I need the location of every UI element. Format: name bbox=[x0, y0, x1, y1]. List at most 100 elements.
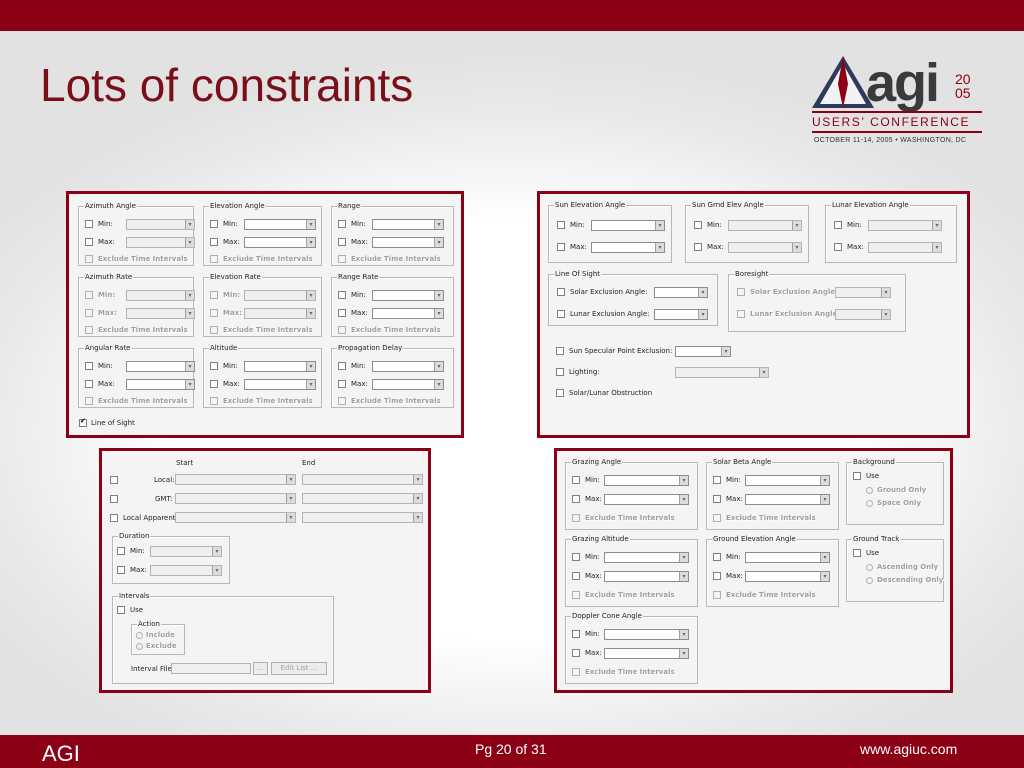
spin-arrows-icon[interactable]: ▾ bbox=[185, 309, 194, 318]
checkbox[interactable] bbox=[338, 309, 346, 317]
checkbox[interactable] bbox=[85, 362, 93, 370]
min-field[interactable]: ▾ bbox=[126, 219, 195, 230]
checkbox[interactable] bbox=[338, 326, 346, 334]
spin-arrows-icon[interactable]: ▾ bbox=[698, 310, 707, 319]
radio-descending-only[interactable] bbox=[866, 577, 873, 584]
max-field[interactable]: ▾ bbox=[868, 242, 942, 253]
checkbox[interactable] bbox=[713, 591, 721, 599]
checkbox[interactable] bbox=[210, 380, 218, 388]
checkbox[interactable] bbox=[210, 326, 218, 334]
checkbox[interactable] bbox=[713, 572, 721, 580]
spin-arrows-icon[interactable]: ▾ bbox=[185, 291, 194, 300]
checkbox[interactable] bbox=[117, 606, 125, 614]
checkbox[interactable] bbox=[853, 549, 861, 557]
interval-file-field[interactable] bbox=[171, 663, 251, 674]
duration-min-field[interactable]: ▾ bbox=[150, 546, 222, 557]
checkbox[interactable] bbox=[338, 220, 346, 228]
gmt-start-field[interactable]: ▾ bbox=[175, 493, 296, 504]
max-field[interactable]: ▾ bbox=[126, 237, 195, 248]
spin-arrows-icon[interactable]: ▾ bbox=[679, 630, 688, 639]
spin-arrows-icon[interactable]: ▾ bbox=[413, 513, 422, 522]
checkbox[interactable] bbox=[210, 397, 218, 405]
checkbox[interactable] bbox=[338, 291, 346, 299]
checkbox[interactable] bbox=[338, 380, 346, 388]
line-of-sight-checkbox[interactable] bbox=[79, 417, 87, 427]
max-field[interactable]: ▾ bbox=[244, 237, 316, 248]
spin-arrows-icon[interactable]: ▾ bbox=[881, 310, 890, 319]
checkbox[interactable] bbox=[556, 368, 564, 376]
spin-arrows-icon[interactable]: ▾ bbox=[820, 572, 829, 581]
checkbox[interactable] bbox=[557, 288, 565, 296]
checkbox[interactable] bbox=[713, 495, 721, 503]
spin-arrows-icon[interactable]: ▾ bbox=[434, 291, 443, 300]
checkbox[interactable] bbox=[572, 553, 580, 561]
spin-arrows-icon[interactable]: ▾ bbox=[306, 380, 315, 389]
spin-arrows-icon[interactable]: ▾ bbox=[679, 495, 688, 504]
checkbox[interactable] bbox=[572, 514, 580, 522]
spin-arrows-icon[interactable]: ▾ bbox=[434, 380, 443, 389]
checkbox[interactable] bbox=[117, 566, 125, 574]
spin-arrows-icon[interactable]: ▾ bbox=[820, 476, 829, 485]
checkbox[interactable] bbox=[85, 220, 93, 228]
lighting-dropdown[interactable]: ▾ bbox=[675, 367, 769, 378]
checkbox[interactable] bbox=[694, 243, 702, 251]
spin-arrows-icon[interactable]: ▾ bbox=[721, 347, 730, 356]
checkbox[interactable] bbox=[557, 221, 565, 229]
checkbox[interactable] bbox=[85, 397, 93, 405]
checkbox[interactable] bbox=[737, 310, 745, 318]
local-apparent-start-field[interactable]: ▾ bbox=[175, 512, 296, 523]
spin-arrows-icon[interactable]: ▾ bbox=[306, 220, 315, 229]
min-field[interactable]: ▾ bbox=[126, 361, 195, 372]
spin-arrows-icon[interactable]: ▾ bbox=[413, 475, 422, 484]
spin-arrows-icon[interactable]: ▾ bbox=[434, 220, 443, 229]
spin-arrows-icon[interactable]: ▾ bbox=[679, 476, 688, 485]
spin-arrows-icon[interactable]: ▾ bbox=[185, 362, 194, 371]
min-field[interactable]: ▾ bbox=[372, 219, 444, 230]
duration-max-field[interactable]: ▾ bbox=[150, 565, 222, 576]
spin-arrows-icon[interactable]: ▾ bbox=[434, 238, 443, 247]
checkbox[interactable] bbox=[572, 572, 580, 580]
spin-arrows-icon[interactable]: ▾ bbox=[434, 362, 443, 371]
checkbox[interactable] bbox=[110, 476, 118, 484]
spin-arrows-icon[interactable]: ▾ bbox=[212, 547, 221, 556]
edit-list-button[interactable]: Edit List ... bbox=[271, 662, 327, 675]
max-field[interactable]: ▾ bbox=[745, 571, 830, 582]
checkbox[interactable] bbox=[117, 547, 125, 555]
min-field[interactable]: ▾ bbox=[728, 220, 802, 231]
local-end-field[interactable]: ▾ bbox=[302, 474, 423, 485]
spin-arrows-icon[interactable]: ▾ bbox=[306, 362, 315, 371]
sun-specular-field[interactable]: ▾ bbox=[675, 346, 731, 357]
local-apparent-end-field[interactable]: ▾ bbox=[302, 512, 423, 523]
radio-ground-only[interactable] bbox=[866, 487, 873, 494]
checkbox[interactable] bbox=[713, 553, 721, 561]
spin-arrows-icon[interactable]: ▾ bbox=[792, 221, 801, 230]
spin-arrows-icon[interactable]: ▾ bbox=[286, 513, 295, 522]
checkbox[interactable] bbox=[556, 347, 564, 355]
checkbox[interactable] bbox=[834, 243, 842, 251]
min-field[interactable]: ▾ bbox=[126, 290, 195, 301]
max-field[interactable]: ▾ bbox=[372, 237, 444, 248]
min-field[interactable]: ▾ bbox=[591, 220, 665, 231]
spin-arrows-icon[interactable]: ▾ bbox=[820, 553, 829, 562]
min-field[interactable]: ▾ bbox=[868, 220, 942, 231]
local-start-field[interactable]: ▾ bbox=[175, 474, 296, 485]
chevron-down-icon[interactable]: ▾ bbox=[759, 368, 768, 377]
spin-arrows-icon[interactable]: ▾ bbox=[792, 243, 801, 252]
spin-arrows-icon[interactable]: ▾ bbox=[655, 221, 664, 230]
radio-exclude[interactable] bbox=[136, 643, 143, 650]
checkbox[interactable] bbox=[85, 380, 93, 388]
radio-include[interactable] bbox=[136, 632, 143, 639]
spin-arrows-icon[interactable]: ▾ bbox=[286, 475, 295, 484]
min-field[interactable]: ▾ bbox=[745, 552, 830, 563]
checkbox[interactable] bbox=[557, 243, 565, 251]
spin-arrows-icon[interactable]: ▾ bbox=[413, 494, 422, 503]
checkbox[interactable] bbox=[85, 291, 93, 299]
checkbox[interactable] bbox=[572, 630, 580, 638]
checkbox[interactable] bbox=[338, 397, 346, 405]
checkbox[interactable] bbox=[694, 221, 702, 229]
checkbox[interactable] bbox=[210, 255, 218, 263]
spin-arrows-icon[interactable]: ▾ bbox=[286, 494, 295, 503]
checkbox[interactable] bbox=[338, 255, 346, 263]
max-field[interactable]: ▾ bbox=[372, 308, 444, 319]
max-field[interactable]: ▾ bbox=[372, 379, 444, 390]
